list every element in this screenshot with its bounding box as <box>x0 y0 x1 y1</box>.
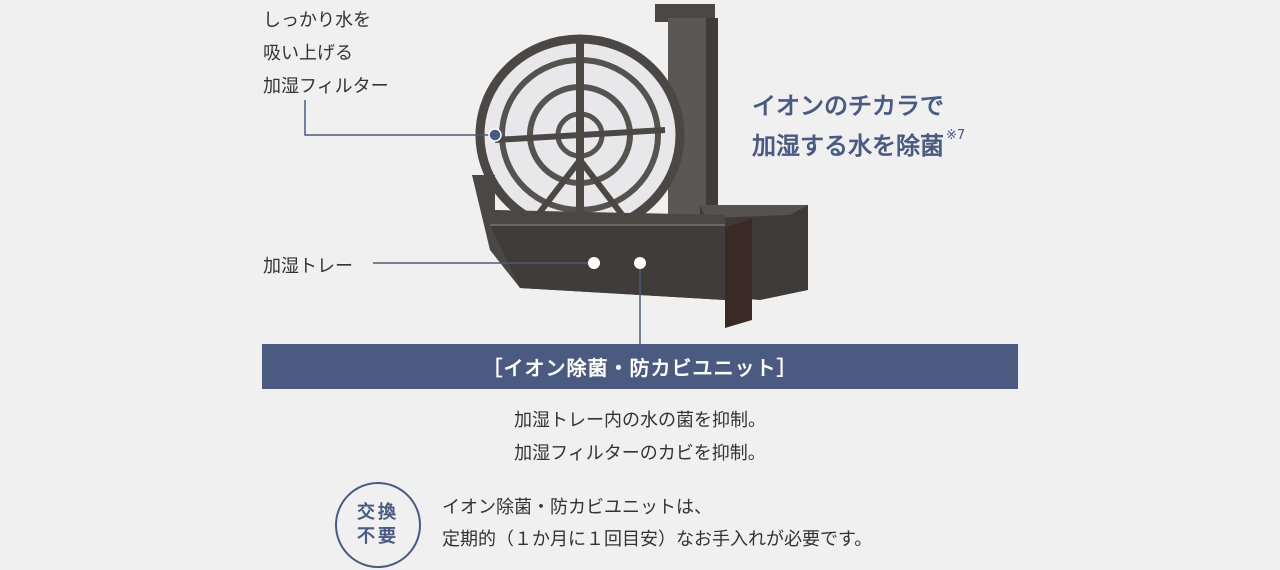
filter-label-line: 加湿フィルター <box>263 76 389 97</box>
unit-title-banner: ［イオン除菌・防カビユニット］ <box>262 344 1018 389</box>
filter-disc <box>475 34 685 236</box>
badge-line: 不要 <box>357 526 399 547</box>
description-line: 加湿フィルターのカビを抑制。 <box>514 443 766 464</box>
headline-line1: イオンのチカラで <box>752 92 944 120</box>
headline: イオンのチカラで 加湿する水を除菌※7 <box>752 86 965 166</box>
filter-label: しっかり水を 吸い上げる 加湿フィルター <box>263 4 389 103</box>
description-line: 加湿トレー内の水の菌を抑制。 <box>514 410 766 431</box>
filter-label-line: しっかり水を <box>263 10 371 31</box>
headline-line2: 加湿する水を除菌 <box>752 132 944 160</box>
filter-label-line: 吸い上げる <box>263 43 353 64</box>
description: 加湿トレー内の水の菌を抑制。 加湿フィルターのカビを抑制。 <box>262 404 1018 470</box>
badge-note: イオン除菌・防カビユニットは、 定期的（１か月に１回目安）なお手入れが必要です。 <box>442 492 872 556</box>
badge-note-line: イオン除菌・防カビユニットは、 <box>442 497 712 518</box>
footnote-mark: ※7 <box>946 128 966 143</box>
tray-label: 加湿トレー <box>263 256 353 277</box>
no-replacement-badge: 交換 不要 <box>335 482 421 568</box>
badge-line: 交換 <box>357 502 399 523</box>
badge-note-line: 定期的（１か月に１回目安）なお手入れが必要です。 <box>442 529 873 550</box>
